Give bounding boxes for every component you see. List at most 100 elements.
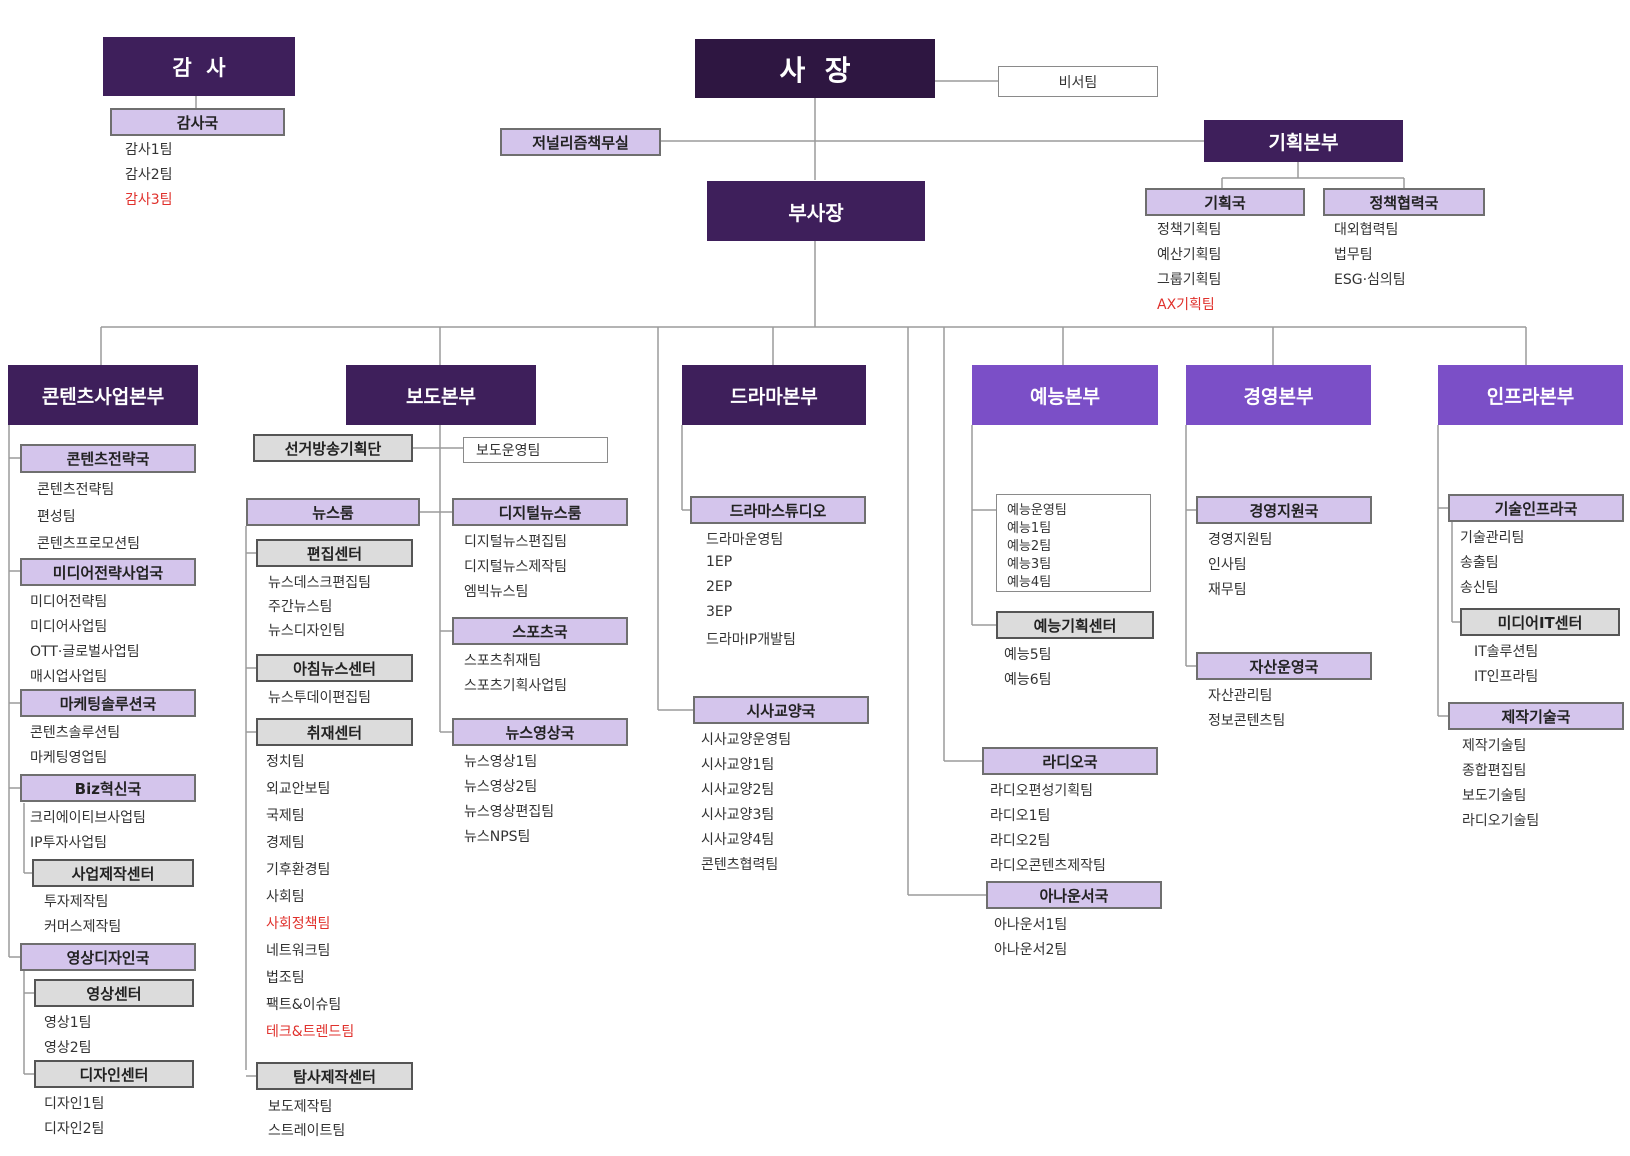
- division-entertainment: 예능본부: [972, 365, 1158, 425]
- team-label: IT솔루션팀: [1474, 644, 1539, 660]
- bureau-box: 스포츠국: [452, 617, 628, 645]
- division-news: 보도본부: [346, 365, 536, 425]
- team-label: 예능4팀: [1007, 575, 1052, 590]
- bureau-box: 드라마스튜디오: [690, 496, 866, 524]
- team-label: OTT·글로벌사업팀: [30, 644, 140, 660]
- team-label: 3EP: [706, 604, 733, 620]
- team-label: 커머스제작팀: [44, 919, 122, 935]
- team-label: 아나운서1팀: [994, 917, 1068, 933]
- team-label: 예능5팀: [1004, 647, 1052, 663]
- president-box: 사 장: [695, 39, 935, 98]
- bureau-box: 미디어전략사업국: [20, 558, 196, 586]
- bureau-box: 시사교양국: [693, 696, 869, 724]
- team-label: 예능6팀: [1004, 672, 1052, 688]
- bureau-box: 콘텐츠전략국: [20, 444, 196, 473]
- center-box: 예능기획센터: [996, 611, 1154, 639]
- team-label: 시사교양4팀: [701, 832, 775, 848]
- team-label: 엠빅뉴스팀: [464, 584, 529, 600]
- newsroom-box: 뉴스룸: [246, 498, 420, 526]
- team-label: 예능운영팀: [1007, 503, 1067, 518]
- team-label: 대외협력팀: [1334, 222, 1399, 238]
- team-label: 그룹기획팀: [1157, 272, 1222, 288]
- team-label: 뉴스영상편집팀: [464, 804, 555, 820]
- division-drama: 드라마본부: [682, 365, 866, 425]
- team-label: 드라마IP개발팀: [706, 632, 796, 648]
- bureau-box: Biz혁신국: [20, 774, 196, 802]
- team-label: 재무팀: [1208, 582, 1247, 598]
- bureau-box: 디지털뉴스룸: [452, 498, 628, 526]
- team-label: ESG·심의팀: [1334, 272, 1406, 288]
- team-label: 사회팀: [266, 889, 305, 905]
- team-label: 미디어사업팀: [30, 619, 108, 635]
- team-label: 경제팀: [266, 835, 305, 851]
- team-label: 팩트&이슈팀: [266, 997, 342, 1013]
- team-label: 기후환경팀: [266, 862, 331, 878]
- news-ops-team-box: 보도운영팀: [463, 437, 608, 463]
- center-box: 아침뉴스센터: [256, 654, 413, 682]
- team-label: 네트워크팀: [266, 943, 331, 959]
- center-box: 미디어IT센터: [1460, 608, 1620, 636]
- team-label: 보도제작팀: [268, 1099, 333, 1115]
- team-label: 2EP: [706, 579, 733, 595]
- team-label: 예산기획팀: [1157, 247, 1222, 263]
- team-label: 보도기술팀: [1462, 788, 1527, 804]
- team-label: 자산관리팀: [1208, 688, 1273, 704]
- team-label: 뉴스투데이편집팀: [268, 690, 372, 706]
- team-label: 시사교양1팀: [701, 757, 775, 773]
- team-label: 테크&트렌드팀: [266, 1024, 355, 1040]
- team-label: 드라마운영팀: [706, 532, 784, 548]
- team-label: 외교안보팀: [266, 781, 331, 797]
- team-label: 콘텐츠솔루션팀: [30, 725, 121, 741]
- team-label: 디지털뉴스제작팀: [464, 559, 568, 575]
- center-box: 영상센터: [34, 979, 194, 1007]
- team-label: 시사교양3팀: [701, 807, 775, 823]
- team-label: 종합편집팀: [1462, 763, 1527, 779]
- center-box: 디자인센터: [34, 1060, 194, 1088]
- vice-president-box: 부사장: [707, 181, 925, 241]
- team-label: 시사교양운영팀: [701, 732, 792, 748]
- planning-bureau-box: 기획국: [1145, 188, 1305, 216]
- center-box: 사업제작센터: [32, 859, 194, 887]
- team-label: 법무팀: [1334, 247, 1373, 263]
- team-label: 인사팀: [1208, 557, 1247, 573]
- team-label: 기술관리팀: [1460, 530, 1525, 546]
- team-label: 정보콘텐츠팀: [1208, 713, 1286, 729]
- team-label: 디자인1팀: [44, 1096, 105, 1112]
- team-label: 스트레이트팀: [268, 1123, 346, 1139]
- team-label: 영상1팀: [44, 1015, 92, 1031]
- team-label: 송출팀: [1460, 555, 1499, 571]
- team-label: 경영지원팀: [1208, 532, 1273, 548]
- team-label: 뉴스디자인팀: [268, 623, 346, 639]
- team-label: 예능1팀: [1007, 521, 1052, 536]
- bureau-box: 뉴스영상국: [452, 718, 628, 746]
- team-label: 디지털뉴스편집팀: [464, 534, 568, 550]
- team-label: 콘텐츠프로모션팀: [37, 536, 141, 552]
- center-box: 취재센터: [256, 718, 413, 746]
- team-label: 정책기획팀: [1157, 222, 1222, 238]
- division-infra: 인프라본부: [1438, 365, 1623, 425]
- team-label: 감사1팀: [125, 142, 173, 158]
- secretary-team-box: 비서팀: [998, 66, 1158, 97]
- policy-cooperation-bureau-box: 정책협력국: [1323, 188, 1485, 216]
- team-label: 제작기술팀: [1462, 738, 1527, 754]
- team-label: 국제팀: [266, 808, 305, 824]
- team-label: IP투자사업팀: [30, 835, 107, 851]
- team-label: 편성팀: [37, 509, 76, 525]
- team-label: 예능3팀: [1007, 557, 1052, 572]
- center-box: 탐사제작센터: [256, 1062, 413, 1090]
- team-label: 라디오2팀: [990, 833, 1051, 849]
- center-box: 편집센터: [256, 539, 413, 567]
- team-label: 뉴스데스크편집팀: [268, 575, 372, 591]
- team-label: 콘텐츠협력팀: [701, 857, 779, 873]
- team-label: 라디오1팀: [990, 808, 1051, 824]
- team-label: 콘텐츠전략팀: [37, 482, 115, 498]
- team-label: 시사교양2팀: [701, 782, 775, 798]
- team-label: 마케팅영업팀: [30, 750, 108, 766]
- team-label: 투자제작팀: [44, 894, 109, 910]
- team-label: 아나운서2팀: [994, 942, 1068, 958]
- division-management: 경영본부: [1186, 365, 1371, 425]
- team-label: 뉴스영상2팀: [464, 779, 538, 795]
- team-label: 예능2팀: [1007, 539, 1052, 554]
- team-label: 스포츠취재팀: [464, 653, 542, 669]
- team-label: 법조팀: [266, 970, 305, 986]
